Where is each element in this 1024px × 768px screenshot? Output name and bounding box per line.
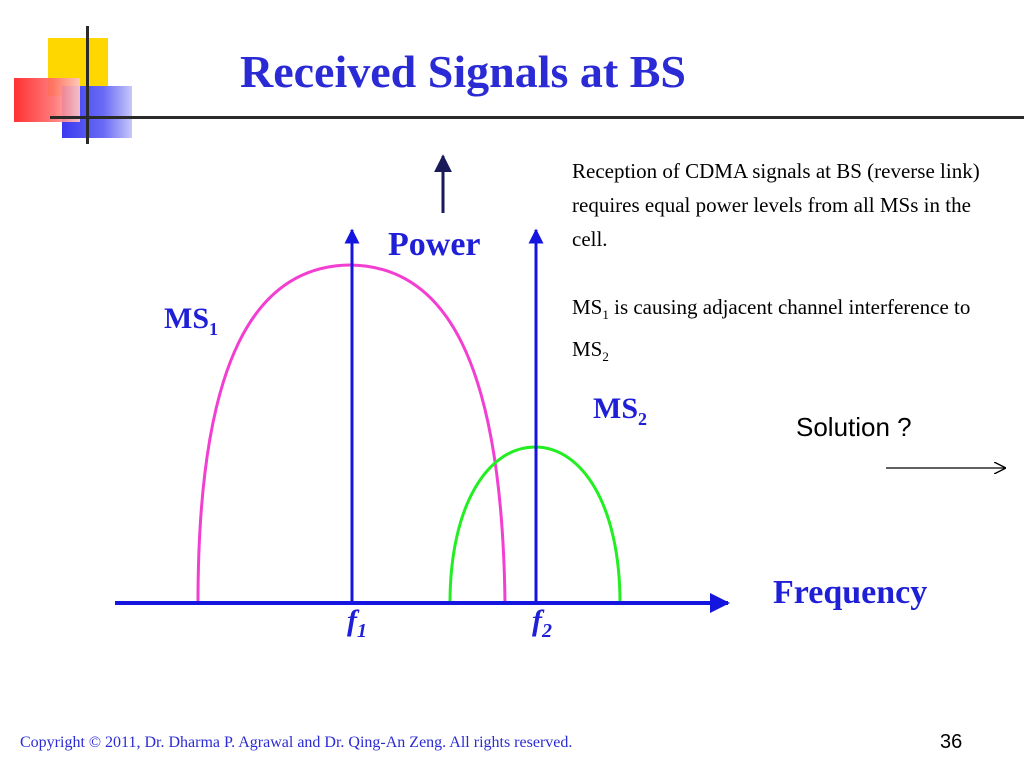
ms2-label: MS2 xyxy=(593,392,647,430)
ms1-label: MS1 xyxy=(164,302,218,340)
body-mid-text: is causing adjacent channel interference… xyxy=(572,295,971,362)
f2-label: f2 xyxy=(532,604,552,643)
ms1-label-sub: 1 xyxy=(209,319,218,339)
slide-title: Received Signals at BS xyxy=(240,46,686,97)
deco-red-square xyxy=(14,78,80,122)
solution-text: Solution ? xyxy=(796,412,912,442)
title-divider xyxy=(50,116,1024,119)
f1-label: f1 xyxy=(347,604,367,643)
body-ms1-sub: 1 xyxy=(602,307,609,323)
f1-label-sub: 1 xyxy=(357,620,367,642)
body-paragraph-1: Reception of CDMA signals at BS (reverse… xyxy=(572,154,992,256)
f1-label-text: f xyxy=(347,604,357,637)
body-paragraph-2: MS1 is causing adjacent channel interfer… xyxy=(572,290,992,374)
body-text-reception: Reception of CDMA signals at BS (reverse… xyxy=(572,159,980,251)
ms1-label-text: MS xyxy=(164,302,209,335)
power-label: Power xyxy=(388,226,481,263)
frequency-label: Frequency xyxy=(773,574,928,611)
body-ms1: MS xyxy=(572,295,603,319)
page-number: 36 xyxy=(940,731,963,753)
ms2-label-sub: 2 xyxy=(638,409,647,429)
deco-vertical-line xyxy=(86,26,89,144)
f2-label-sub: 2 xyxy=(542,620,552,642)
body-text-interference: MS1 is causing adjacent channel interfer… xyxy=(572,290,992,374)
copyright-footer: Copyright © 2011, Dr. Dharma P. Agrawal … xyxy=(20,734,573,751)
body-ms2-sub: 2 xyxy=(602,349,609,365)
ms2-label-text: MS xyxy=(593,392,638,425)
ms1-spectrum-curve xyxy=(196,263,507,604)
f2-label-text: f xyxy=(532,604,542,637)
